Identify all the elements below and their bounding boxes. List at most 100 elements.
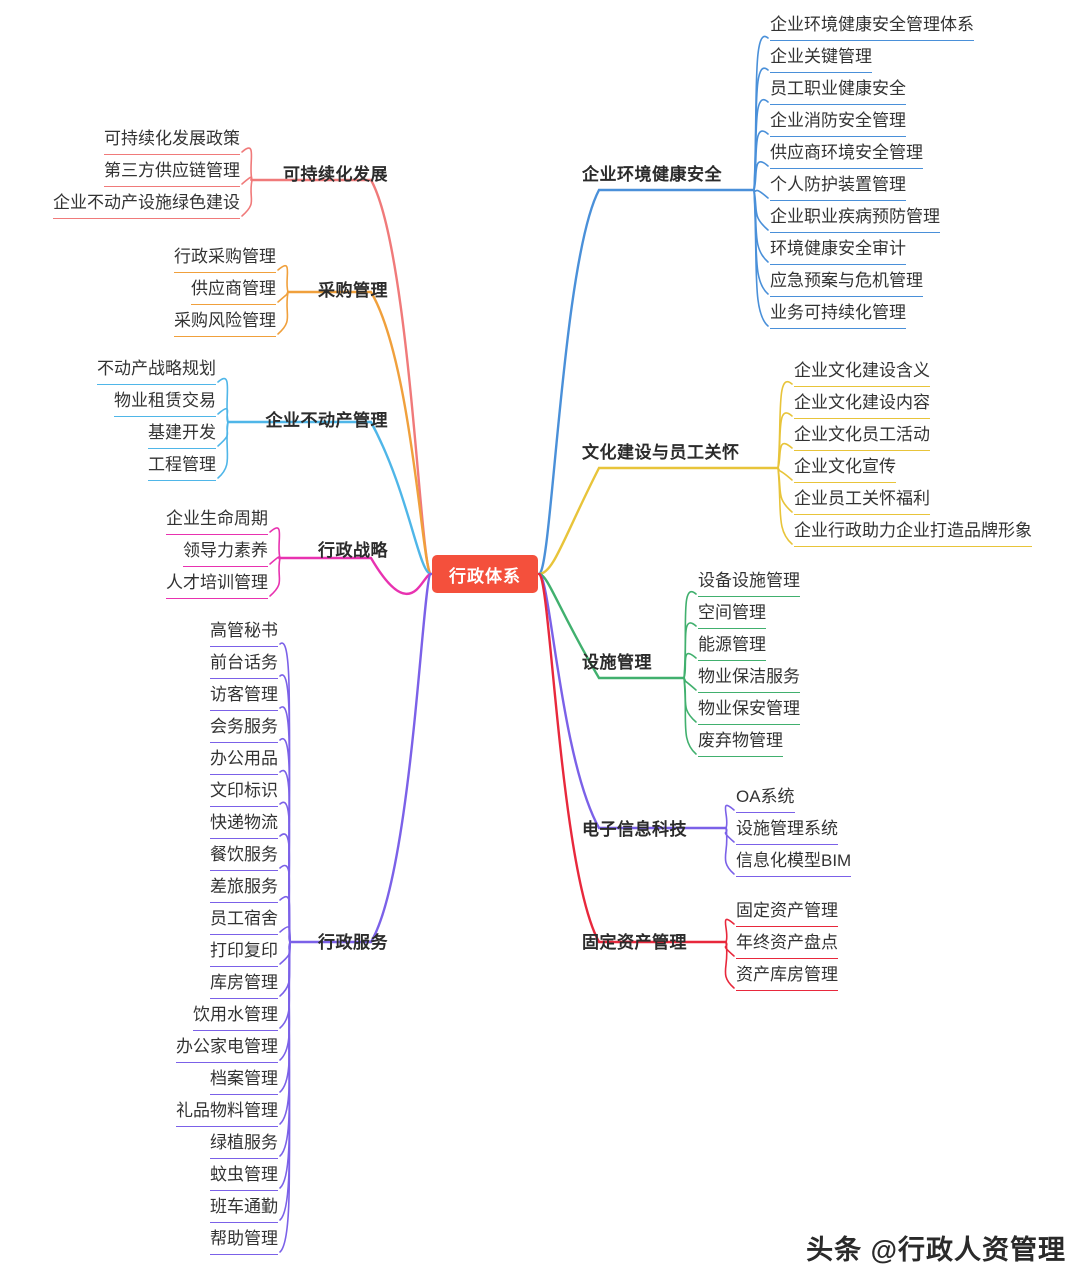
leaf-node[interactable]: 物业保安管理: [698, 696, 800, 725]
leaf-node[interactable]: 员工宿舍: [210, 906, 278, 935]
leaf-connector: [217, 378, 229, 423]
leaf-node[interactable]: 可持续化发展政策: [104, 126, 240, 155]
leaf-node[interactable]: 设备设施管理: [698, 568, 800, 597]
leaf-node[interactable]: 高管秘书: [210, 618, 278, 647]
leaf-label: 信息化模型BIM: [736, 851, 852, 870]
leaf-node[interactable]: 文印标识: [210, 778, 278, 807]
branch-label-adminsvc[interactable]: 行政服务: [318, 928, 388, 953]
branch-label-assets[interactable]: 固定资产管理: [582, 928, 687, 953]
leaf-label: 空间管理: [698, 603, 766, 622]
leaf-node[interactable]: 废弃物管理: [698, 728, 783, 757]
leaf-node[interactable]: 帮助管理: [210, 1226, 278, 1255]
leaf-connector: [683, 677, 697, 755]
leaf-node[interactable]: OA系统: [736, 784, 795, 813]
leaf-node[interactable]: 打印复印: [210, 938, 278, 967]
leaf-node[interactable]: 业务可持续化管理: [770, 300, 906, 329]
leaf-node[interactable]: 办公用品: [210, 746, 278, 775]
leaf-node[interactable]: 会务服务: [210, 714, 278, 743]
leaf-label: 企业员工关怀福利: [794, 489, 930, 508]
branch-label-sustain[interactable]: 可持续化发展: [283, 160, 388, 185]
leaf-node[interactable]: 设施管理系统: [736, 816, 838, 845]
branch-label-facility[interactable]: 设施管理: [582, 648, 652, 673]
branch-label-text: 企业环境健康安全: [582, 165, 722, 184]
branch-label-procure[interactable]: 采购管理: [318, 276, 388, 301]
leaf-node[interactable]: 人才培训管理: [166, 570, 268, 599]
leaf-node[interactable]: 固定资产管理: [736, 898, 838, 927]
leaf-node[interactable]: 饮用水管理: [193, 1002, 278, 1031]
leaf-node[interactable]: 采购风险管理: [174, 308, 276, 337]
leaf-node[interactable]: 供应商管理: [191, 276, 276, 305]
leaf-node[interactable]: 档案管理: [210, 1066, 278, 1095]
leaf-node[interactable]: 差旅服务: [210, 874, 278, 903]
leaf-connector: [724, 827, 735, 875]
leaf-label: 企业环境健康安全管理体系: [770, 15, 974, 34]
leaf-node[interactable]: 应急预案与危机管理: [770, 268, 923, 297]
leaf-label: 打印复印: [210, 941, 278, 960]
leaf-label: 领导力素养: [183, 541, 268, 560]
leaf-node[interactable]: 基建开发: [148, 420, 216, 449]
leaf-node[interactable]: 物业租赁交易: [114, 388, 216, 417]
branch-label-ehs[interactable]: 企业环境健康安全: [582, 160, 722, 185]
leaf-node[interactable]: 企业环境健康安全管理体系: [770, 12, 974, 41]
leaf-node[interactable]: 物业保洁服务: [698, 664, 800, 693]
leaf-node[interactable]: 绿植服务: [210, 1130, 278, 1159]
leaf-node[interactable]: 能源管理: [698, 632, 766, 661]
leaf-node[interactable]: 个人防护装置管理: [770, 172, 906, 201]
leaf-connector: [683, 622, 697, 679]
leaf-label: 企业文化建设内容: [794, 393, 930, 412]
central-node[interactable]: 行政体系: [432, 555, 538, 593]
leaf-node[interactable]: 环境健康安全审计: [770, 236, 906, 265]
branch-label-text: 电子信息科技: [582, 820, 687, 839]
leaf-node[interactable]: 企业职业疾病预防管理: [770, 204, 940, 233]
branch-line-adminsvc: [288, 572, 433, 944]
leaf-node[interactable]: 工程管理: [148, 452, 216, 481]
leaf-label: 饮用水管理: [193, 1005, 278, 1024]
leaf-node[interactable]: 行政采购管理: [174, 244, 276, 273]
leaf-label: 能源管理: [698, 635, 766, 654]
leaf-node[interactable]: 信息化模型BIM: [736, 848, 852, 877]
leaf-label: 业务可持续化管理: [770, 303, 906, 322]
leaf-node[interactable]: 不动产战略规划: [97, 356, 216, 385]
leaf-node[interactable]: 蚊虫管理: [210, 1162, 278, 1191]
leaf-node[interactable]: 年终资产盘点: [736, 930, 838, 959]
leaf-node[interactable]: 餐饮服务: [210, 842, 278, 871]
leaf-connector: [753, 189, 769, 231]
leaf-node[interactable]: 班车通勤: [210, 1194, 278, 1223]
leaf-node[interactable]: 员工职业健康安全: [770, 76, 906, 105]
leaf-node[interactable]: 供应商环境安全管理: [770, 140, 923, 169]
leaf-node[interactable]: 企业消防安全管理: [770, 108, 906, 137]
branch-label-culture[interactable]: 文化建设与员工关怀: [582, 438, 740, 463]
leaf-node[interactable]: 企业关键管理: [770, 44, 872, 73]
leaf-node[interactable]: 访客管理: [210, 682, 278, 711]
leaf-label: 办公用品: [210, 749, 278, 768]
leaf-node[interactable]: 企业文化宣传: [794, 454, 896, 483]
leaf-node[interactable]: 企业文化建设含义: [794, 358, 930, 387]
branch-label-realestate[interactable]: 企业不动产管理: [266, 406, 389, 431]
branch-label-text: 企业不动产管理: [265, 411, 388, 430]
leaf-node[interactable]: 领导力素养: [183, 538, 268, 567]
branch-label-it[interactable]: 电子信息科技: [582, 815, 687, 840]
leaf-node[interactable]: 办公家电管理: [176, 1034, 278, 1063]
leaf-node[interactable]: 企业生命周期: [166, 506, 268, 535]
leaf-node[interactable]: 企业文化建设内容: [794, 390, 930, 419]
leaf-connector: [279, 674, 291, 943]
leaf-node[interactable]: 企业不动产设施绿色建设: [53, 190, 240, 219]
leaf-node[interactable]: 前台话务: [210, 650, 278, 679]
leaf-connector: [279, 896, 291, 943]
leaf-node[interactable]: 空间管理: [698, 600, 766, 629]
leaf-connector: [279, 941, 291, 1125]
branch-label-strategy[interactable]: 行政战略: [318, 536, 388, 561]
leaf-node[interactable]: 快递物流: [210, 810, 278, 839]
leaf-node[interactable]: 第三方供应链管理: [104, 158, 240, 187]
leaf-connector: [279, 926, 291, 943]
leaf-node[interactable]: 企业行政助力企业打造品牌形象: [794, 518, 1032, 547]
leaf-node[interactable]: 库房管理: [210, 970, 278, 999]
leaf-node[interactable]: 企业文化员工活动: [794, 422, 930, 451]
leaf-node[interactable]: 企业员工关怀福利: [794, 486, 930, 515]
leaf-connector: [241, 147, 253, 181]
leaf-connector: [279, 737, 291, 943]
leaf-node[interactable]: 资产库房管理: [736, 962, 838, 991]
leaf-connector: [683, 590, 697, 679]
leaf-node[interactable]: 礼品物料管理: [176, 1098, 278, 1127]
